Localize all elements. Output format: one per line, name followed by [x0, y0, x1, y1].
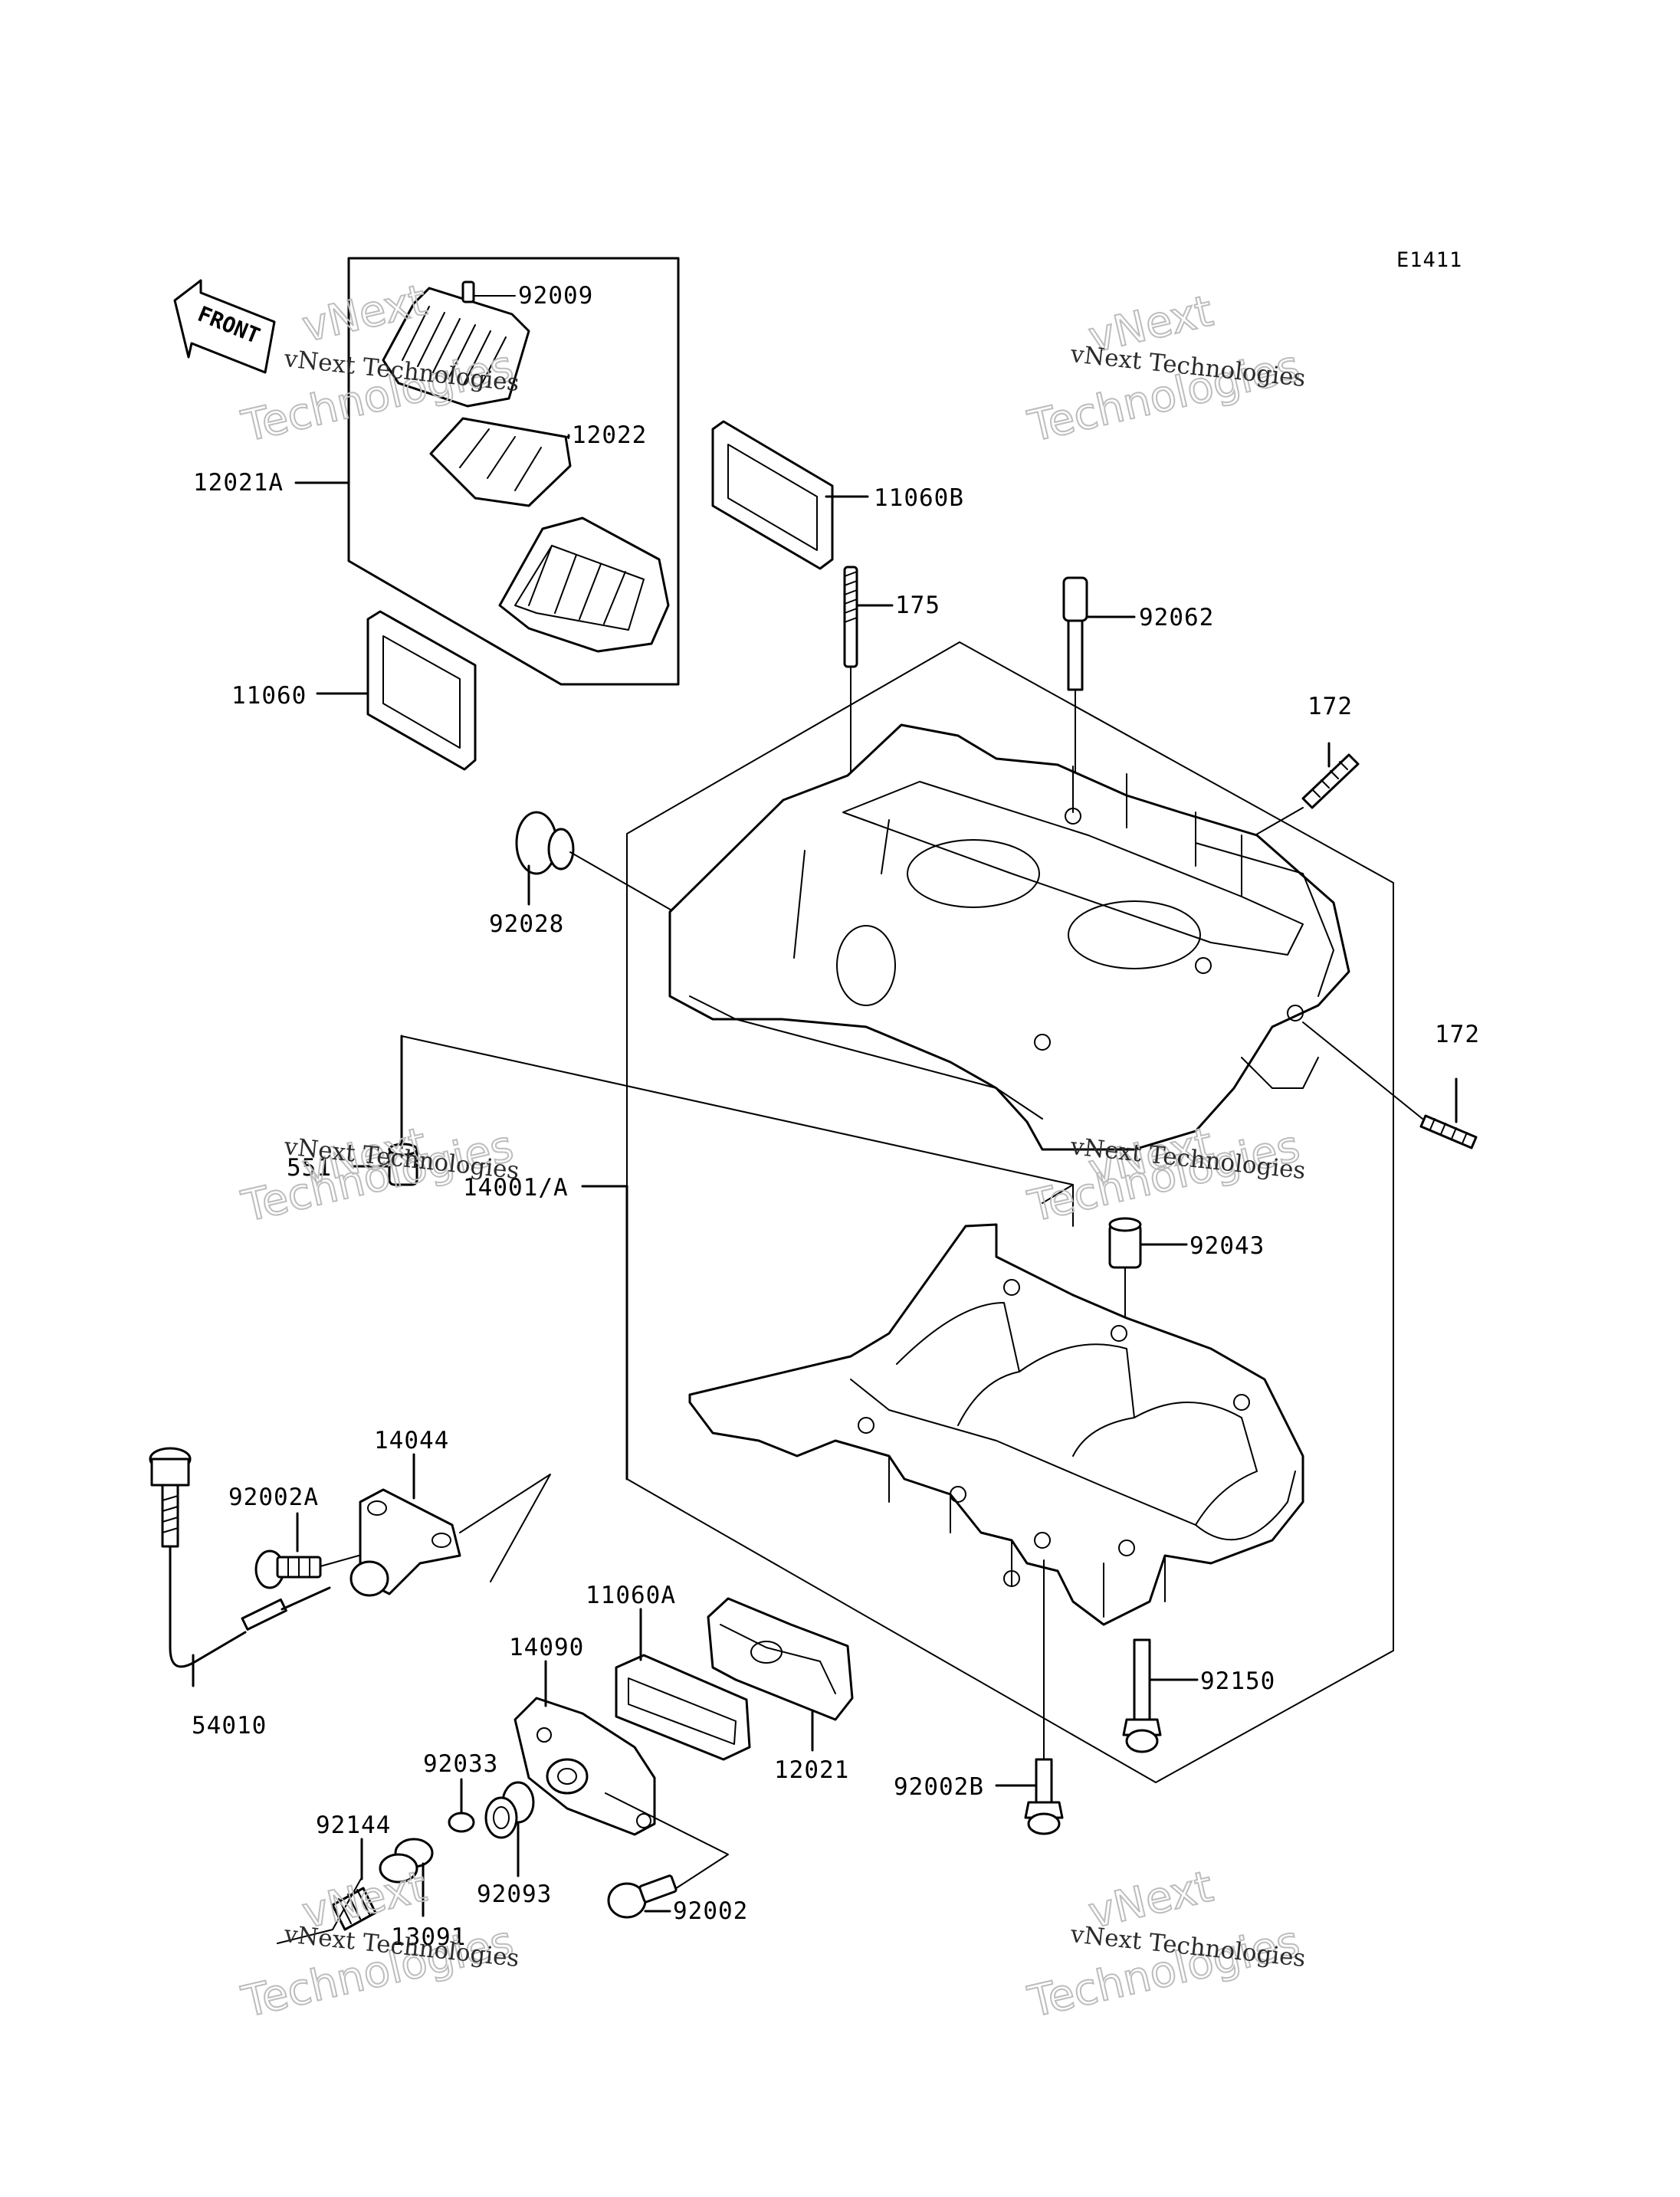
- label-172-upper: 172: [1308, 693, 1353, 720]
- plate-14090: [514, 1660, 729, 1895]
- ring-92033: [448, 1778, 475, 1833]
- bolt-92002: [607, 1874, 678, 1919]
- label-13091: 13091: [391, 1923, 466, 1951]
- screw-92009: [461, 280, 516, 303]
- label-14090: 14090: [509, 1634, 584, 1661]
- front-arrow-icon: FRONT: [173, 279, 276, 374]
- bolt-92002B: [995, 1559, 1064, 1835]
- reed-petals-12022: [429, 417, 572, 507]
- label-172-lower: 172: [1435, 1021, 1480, 1048]
- label-175: 175: [895, 592, 940, 619]
- label-11060B: 11060B: [874, 484, 964, 512]
- label-12021: 12021: [774, 1756, 849, 1784]
- reed-valve-group-bracket: [347, 257, 680, 686]
- diagram-code: E1411: [1396, 248, 1462, 272]
- cover-12021: [707, 1597, 854, 1752]
- label-92028: 92028: [489, 910, 564, 938]
- reed-cage: [498, 516, 670, 653]
- dowel-551: [351, 1035, 1074, 1186]
- bracket-14044: [349, 1453, 551, 1597]
- spring-92144: [277, 1838, 377, 1944]
- piston-13091: [379, 1838, 434, 1917]
- bolt-92150: [1122, 1638, 1199, 1753]
- plug-92028: [515, 811, 675, 913]
- lower-crankcase: [688, 1223, 1304, 1626]
- watermark-middle-left: vNext Technologies vNext Technologies: [237, 1118, 521, 1233]
- label-92144: 92144: [316, 1812, 391, 1839]
- label-11060: 11060: [231, 682, 307, 710]
- stud-175: [843, 566, 894, 822]
- stud-172-lower: [1302, 1021, 1478, 1149]
- label-92009: 92009: [518, 282, 593, 310]
- label-551: 551: [287, 1154, 332, 1182]
- label-14001A: 14001/A: [463, 1174, 569, 1202]
- label-92002B: 92002B: [894, 1773, 984, 1801]
- gasket-11060A: [615, 1608, 751, 1761]
- label-92062: 92062: [1139, 604, 1214, 631]
- label-14044: 14044: [374, 1427, 449, 1454]
- label-12021A: 12021A: [193, 469, 284, 497]
- watermark-bottom-right: vNext Technologies vNext Technologies: [1023, 1861, 1308, 2028]
- reed-valve-plate: [382, 287, 530, 408]
- collar-92093: [484, 1781, 535, 1877]
- bolt-92002A: [254, 1512, 359, 1589]
- gasket-11060B: [711, 420, 869, 570]
- watermark-top-right: vNext Technologies vNext Technologies: [1023, 286, 1308, 453]
- label-92093: 92093: [477, 1881, 552, 1908]
- label-54010: 54010: [192, 1712, 267, 1740]
- label-92150: 92150: [1200, 1667, 1275, 1695]
- label-12022: 12022: [572, 421, 647, 449]
- gasket-11060: [316, 610, 477, 771]
- label-92002: 92002: [673, 1897, 748, 1925]
- stud-172-upper: [1241, 742, 1360, 844]
- label-92002A: 92002A: [228, 1484, 319, 1511]
- label-11060A: 11060A: [586, 1582, 676, 1609]
- label-92033: 92033: [423, 1750, 498, 1778]
- cable-54010: [149, 1447, 331, 1687]
- upper-crankcase: [626, 641, 1394, 1783]
- label-92043: 92043: [1189, 1232, 1265, 1260]
